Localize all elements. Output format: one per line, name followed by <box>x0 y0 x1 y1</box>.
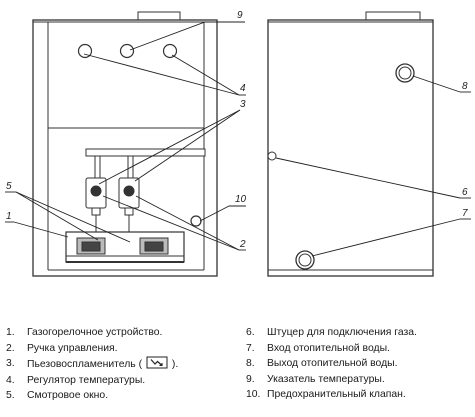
leader-5-a <box>15 191 99 241</box>
legend-text: Ручка управления. <box>27 342 118 354</box>
legend-item: 2. Ручка управления. <box>6 341 231 357</box>
gas-valve-left <box>85 177 107 232</box>
legend-item: 7. Вход отопительной воды. <box>246 341 471 357</box>
leader-2-b <box>135 195 240 251</box>
callout-10: 10 <box>235 194 247 205</box>
callout-4: 4 <box>240 83 246 94</box>
leader-5-b <box>15 191 131 243</box>
legend-text: Штуцер для подключения газа. <box>267 327 417 338</box>
boiler-diagram: 9 4 3 5 1 10 2 8 6 7 <box>5 10 471 277</box>
callout-5: 5 <box>6 181 12 192</box>
front-cover-top <box>137 11 181 21</box>
valve-right-stem <box>124 207 134 216</box>
side-view <box>267 11 434 277</box>
legend-number: 2. <box>6 342 15 354</box>
front-view <box>32 11 218 277</box>
legend-item: 1. Газогорелочное устройство. <box>6 325 231 341</box>
leader-lines <box>5 21 471 257</box>
front-dial-center <box>119 43 135 59</box>
front-side-fitting <box>190 215 202 227</box>
legend-number: 4. <box>6 374 15 386</box>
leader-6 <box>275 157 461 199</box>
legend-item: 8. Выход отопительной воды. <box>246 356 471 372</box>
legend-text: Вход отопительной воды. <box>267 342 390 354</box>
legend-number: 9. <box>246 373 255 385</box>
leader-1 <box>13 221 69 238</box>
legend-number: 7. <box>246 342 255 354</box>
valve-left-stem <box>91 207 101 216</box>
front-dial-left <box>77 43 93 59</box>
side-inlet-fitting <box>295 250 315 270</box>
legend-number: 8. <box>246 358 255 370</box>
callout-6: 6 <box>462 187 468 198</box>
valve-right-knob <box>123 185 135 197</box>
legend-text-before: Пьезовоспламенитель ( <box>27 359 143 371</box>
legend-text: Газогорелочное устройство. <box>27 327 163 338</box>
leader-4-a <box>83 53 240 96</box>
callout-9: 9 <box>237 10 243 21</box>
legend-number: 5. <box>6 390 15 402</box>
legend-number: 6. <box>246 327 255 338</box>
legend-item: 3. Пьезовоспламенитель ( ). <box>6 356 231 373</box>
legend-text: Предохранительный клапан. <box>267 389 406 401</box>
leader-4-b <box>171 54 240 96</box>
gas-manifold-pipe <box>85 148 206 157</box>
leader-3-b <box>134 109 241 182</box>
legend-text: Смотровое окно. <box>27 390 109 402</box>
side-gas-fitting <box>267 151 277 161</box>
legend-text: Регулятор температуры. <box>27 374 146 386</box>
legend-column-right: 6. Штуцер для подключения газа. 7. Вход … <box>246 325 471 403</box>
callout-8: 8 <box>462 81 468 92</box>
side-outer-casing <box>267 19 434 277</box>
legend-text: Выход отопительной воды. <box>267 358 398 370</box>
leader-2-a <box>102 195 240 251</box>
leader-8 <box>412 75 461 93</box>
legend-item: 10. Предохранительный клапан. <box>246 387 471 403</box>
legend-text: Пьезовоспламенитель ( ). <box>27 356 178 373</box>
legend-number: 1. <box>6 327 15 338</box>
legend-number: 10. <box>246 389 261 401</box>
legend-item: 6. Штуцер для подключения газа. <box>246 325 471 341</box>
front-dial-right <box>162 43 178 59</box>
leader-7 <box>311 218 461 257</box>
legend-text: Указатель температуры. <box>267 373 385 385</box>
side-outlet-fitting <box>395 63 415 83</box>
callout-1: 1 <box>6 211 12 222</box>
legend-column-left: 1. Газогорелочное устройство. 2. Ручка у… <box>6 325 231 404</box>
parts-legend: 1. Газогорелочное устройство. 2. Ручка у… <box>0 325 475 417</box>
callout-7: 7 <box>462 208 468 219</box>
callout-2: 2 <box>239 239 246 250</box>
legend-item: 5. Смотровое окно. <box>6 388 231 404</box>
gas-valve-right <box>118 177 140 232</box>
legend-text-after: ). <box>171 359 179 371</box>
leader-9 <box>129 21 245 51</box>
callout-3: 3 <box>240 99 246 110</box>
side-inlet-fitting-inner <box>298 253 312 267</box>
side-outlet-fitting-inner <box>398 66 412 80</box>
side-cover-top <box>365 11 421 21</box>
leader-3-a <box>98 109 241 185</box>
legend-item: 4. Регулятор температуры. <box>6 373 231 389</box>
burner-block-left <box>81 241 101 252</box>
leader-10 <box>199 205 230 222</box>
legend-number: 3. <box>6 358 15 370</box>
legend-item: 9. Указатель температуры. <box>246 372 471 388</box>
callout-labels: 9 4 3 5 1 10 2 8 6 7 <box>6 10 468 250</box>
piezo-igniter-icon <box>146 356 168 369</box>
burner-block-right <box>144 241 164 252</box>
valve-left-knob <box>90 185 102 197</box>
